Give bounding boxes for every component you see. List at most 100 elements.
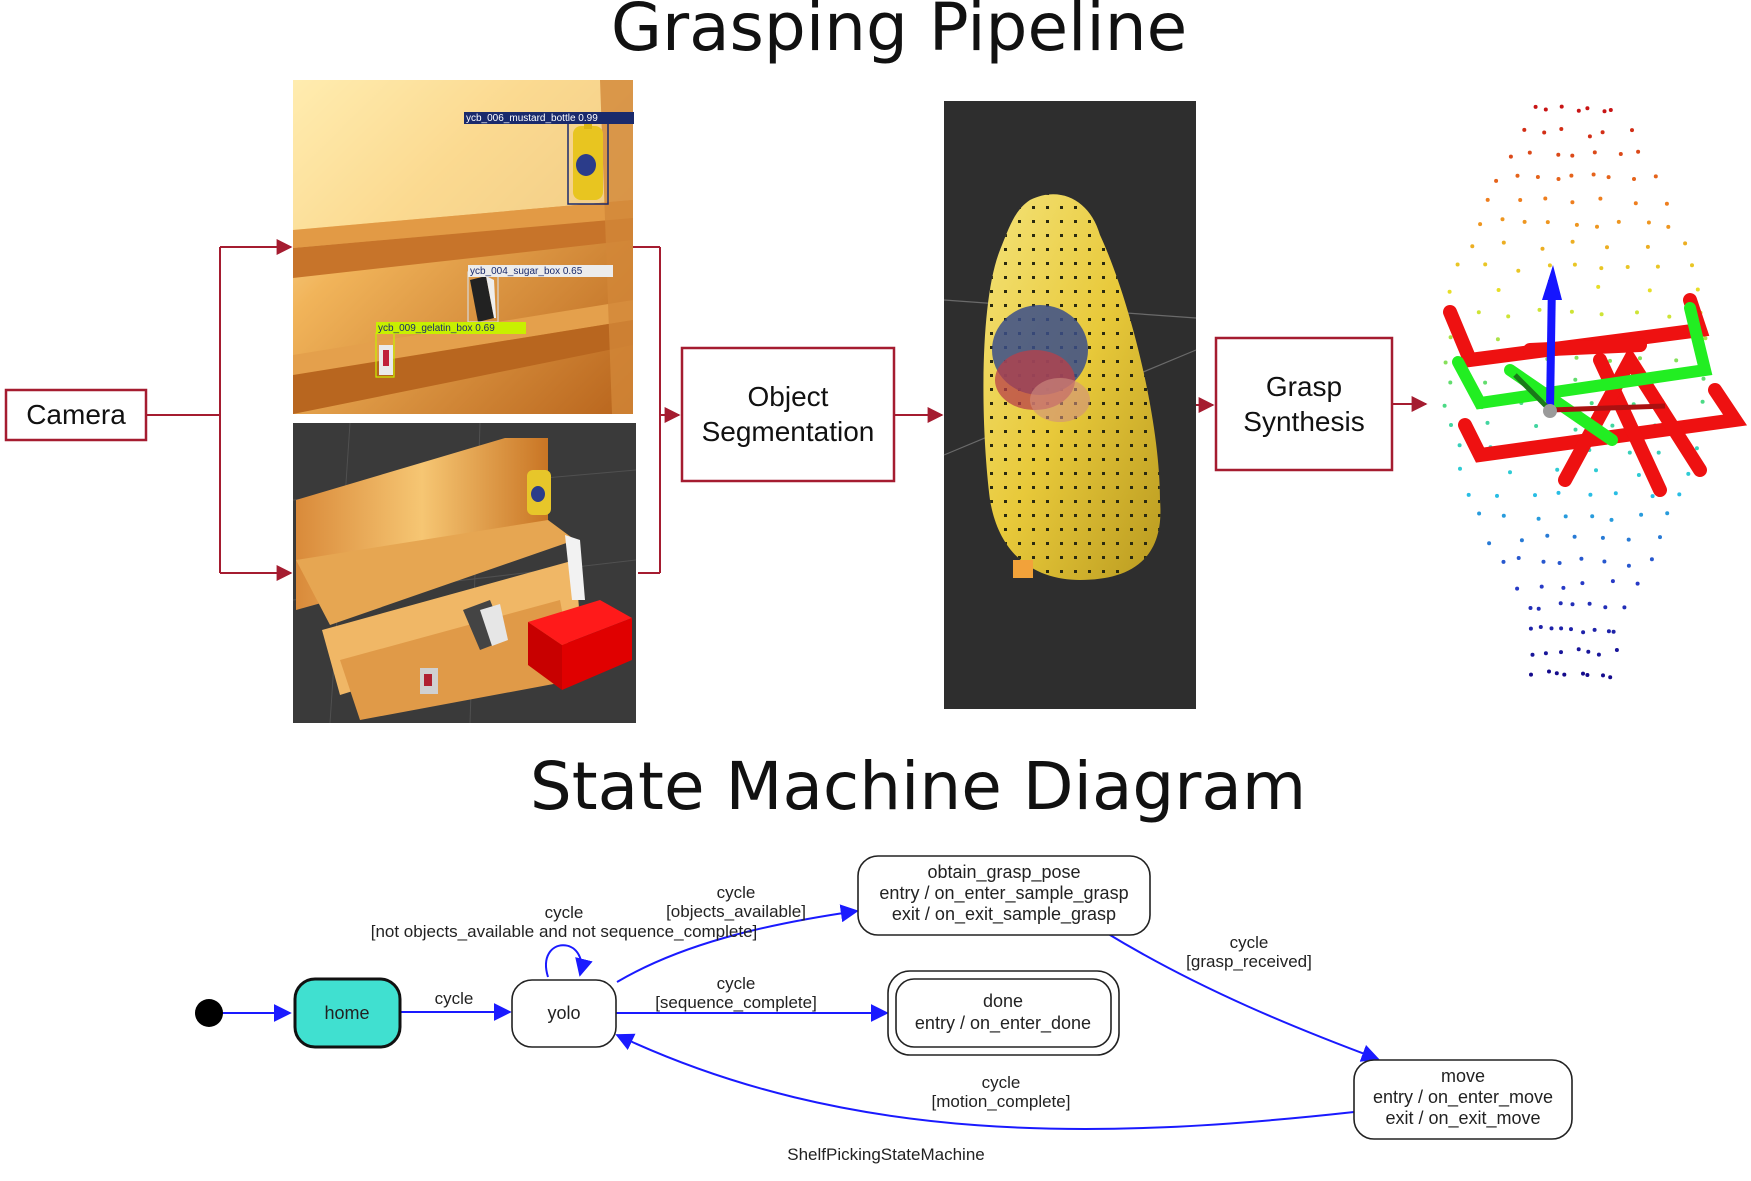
grasp-label-line1: Grasp	[1266, 371, 1342, 402]
pointcloud-dot	[1605, 245, 1609, 250]
pointcloud-dot	[1536, 516, 1541, 521]
pointcloud-dot	[1496, 288, 1501, 292]
pointcloud-dot	[1516, 556, 1521, 560]
edge-move-yolo	[615, 1033, 1355, 1131]
pointcloud-dot	[1581, 671, 1585, 676]
pointcloud-dot	[1495, 337, 1500, 342]
grasp-axis-z	[1546, 279, 1556, 411]
label-yolo-self-guard: [not objects_available and not sequence_…	[371, 922, 758, 941]
pointcloud-dot	[1585, 106, 1590, 111]
pointcloud-dot	[1556, 152, 1561, 157]
state-machine-title: State Machine Diagram	[530, 748, 1306, 825]
state-home: home	[293, 977, 402, 1049]
pointcloud-dot	[1639, 512, 1644, 517]
pointcloud-dot	[1533, 104, 1538, 109]
pointcloud-dot	[1470, 244, 1475, 249]
pointcloud-dot	[1592, 150, 1597, 155]
pointcloud-dot	[1570, 153, 1575, 158]
pointcloud-dot	[1561, 585, 1566, 590]
pointcloud-dot	[1614, 648, 1619, 652]
pointcloud-dot	[1536, 606, 1541, 611]
camera-connectors	[146, 239, 293, 581]
pointcloud-dot	[1516, 268, 1521, 273]
pointcloud-dot	[1518, 198, 1523, 202]
label-yolo-done-event: cycle	[717, 974, 756, 993]
pointcloud-dot	[1557, 561, 1562, 565]
pointcloud-dot	[1611, 629, 1616, 634]
pointcloud-dot	[1645, 244, 1650, 249]
pointcloud-dot	[1515, 173, 1520, 178]
pointcloud-dot	[1476, 310, 1481, 315]
pointcloud-dot	[1528, 606, 1533, 610]
pointcloud-dot	[1647, 288, 1652, 293]
pointcloud-dot	[1677, 492, 1682, 497]
grasp-pointcloud	[1442, 104, 1708, 680]
pointcloud-dot	[1522, 127, 1527, 132]
pointcloud-dot	[1636, 149, 1641, 154]
label-yolo-done-guard: [sequence_complete]	[655, 993, 817, 1012]
pointcloud-dot	[1508, 470, 1512, 475]
pointcloud-dot	[1690, 263, 1694, 268]
state-move-exit: exit / on_exit_move	[1385, 1108, 1540, 1129]
pointcloud-dot	[1495, 493, 1499, 498]
edge-obtain-move	[1104, 931, 1380, 1062]
mustard-label-bg	[464, 112, 634, 124]
pointcloud-dot	[1576, 108, 1581, 113]
pointcloud-dot	[1594, 468, 1598, 473]
pointcloud-dot	[1540, 246, 1545, 251]
pointcloud-dot	[1559, 626, 1564, 631]
pointcloud-dot	[1570, 602, 1575, 607]
pointcloud-dot	[1485, 197, 1490, 202]
pointcloud-dot	[1703, 336, 1708, 341]
pointcloud-dot	[1535, 175, 1540, 179]
label-obtain-move-guard: [grasp_received]	[1186, 952, 1312, 971]
pointcloud-dot	[1559, 650, 1563, 655]
pointcloud-dot	[1541, 559, 1546, 564]
pointcloud-dot	[1554, 671, 1559, 676]
pointcloud-dot	[1545, 533, 1550, 538]
state-obtain-name: obtain_grasp_pose	[927, 862, 1080, 883]
pointcloud-dot	[1477, 511, 1482, 516]
pointcloud-dot	[1572, 534, 1577, 539]
pointcloud-dot	[1448, 380, 1453, 385]
state-yolo: yolo	[511, 979, 617, 1048]
images-to-segmentation-connectors	[633, 246, 681, 574]
state-move-name: move	[1441, 1066, 1485, 1086]
pointcloud-dot	[1483, 262, 1488, 267]
grasp-axis-y	[1513, 373, 1552, 412]
pointcloud-dot	[1457, 443, 1462, 448]
pointcloud-dot	[1600, 130, 1605, 135]
pointcloud-dot	[1500, 217, 1505, 222]
pointcloud-dot	[1528, 626, 1533, 631]
pointcloud-dot	[1527, 150, 1532, 155]
pointcloud-dot	[1626, 537, 1631, 542]
pointcloud-dot	[1625, 265, 1630, 269]
label-yolo-self-event: cycle	[545, 903, 584, 922]
pointcloud-dot	[1573, 427, 1578, 432]
pointcloud-dot	[1574, 355, 1579, 360]
pointcloud-image	[292, 422, 637, 724]
label-move-yolo-guard: [motion_complete]	[932, 1092, 1071, 1111]
sugar-detection-label: ycb_004_sugar_box 0.65	[470, 266, 583, 277]
pointcloud-dot	[1674, 358, 1679, 363]
pointcloud-dot	[1700, 399, 1705, 404]
pointcloud-dot	[1530, 652, 1535, 657]
pointcloud-dot	[1542, 130, 1547, 135]
pointcloud-dot	[1635, 310, 1639, 315]
state-machine-caption: ShelfPickingStateMachine	[787, 1145, 985, 1164]
gelatin-label-bg	[376, 322, 526, 334]
pointcloud-dot	[1558, 601, 1563, 606]
gelatin-detection-label: ycb_009_gelatin_box 0.69	[378, 323, 495, 334]
label-move-yolo-event: cycle	[982, 1073, 1021, 1092]
pointcloud-dot	[1515, 586, 1520, 591]
pointcloud-dot	[1555, 467, 1560, 472]
pointcloud-dot	[1609, 517, 1614, 522]
pointcloud-dot	[1630, 128, 1634, 133]
pointcloud-dot	[1618, 152, 1623, 156]
pointcloud-dot	[1501, 559, 1506, 564]
pointcloud-dot	[1501, 513, 1506, 518]
pointcloud-dot	[1545, 220, 1550, 225]
label-obtain-move-event: cycle	[1230, 933, 1269, 952]
pointcloud-dot	[1478, 222, 1483, 227]
state-move: move entry / on_enter_move exit / on_exi…	[1353, 1059, 1573, 1140]
